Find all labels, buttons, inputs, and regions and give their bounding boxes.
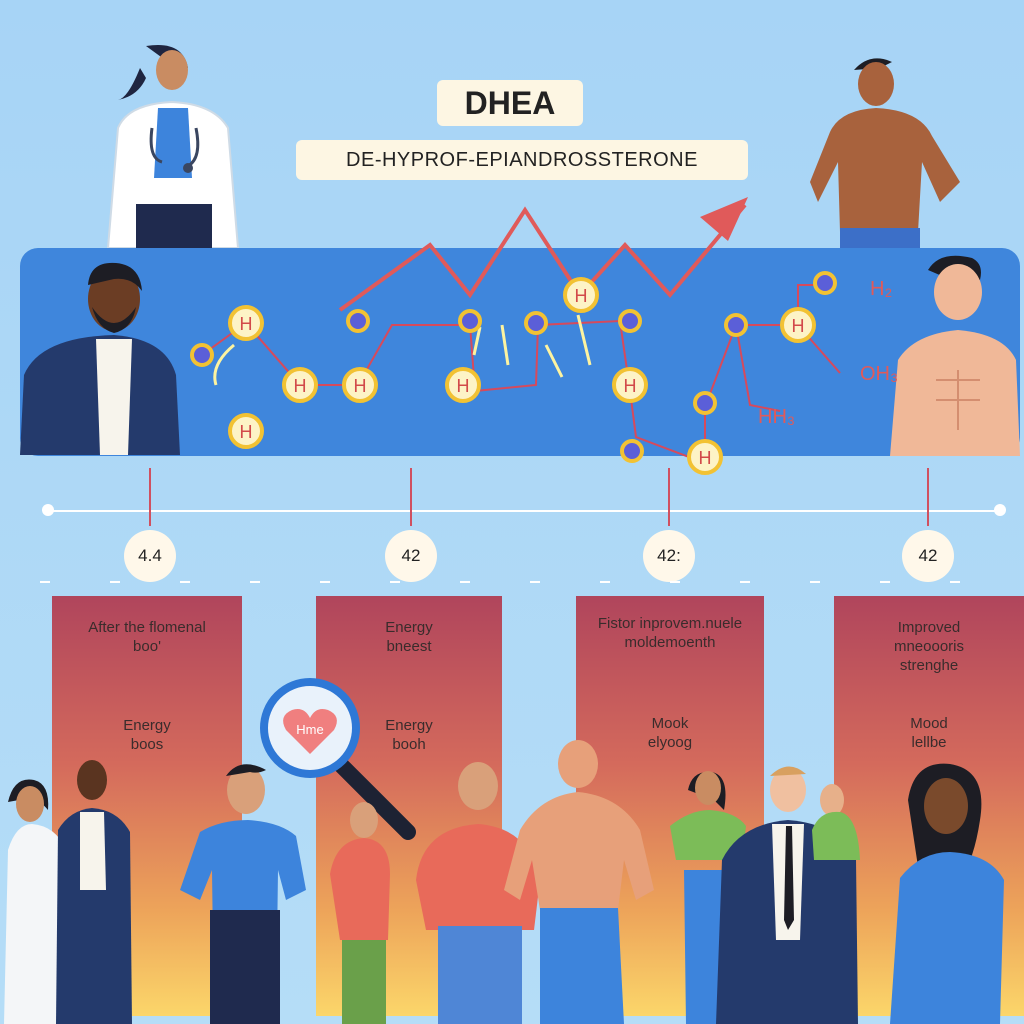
trend-arrow-line (338, 203, 747, 312)
magnifier-label: Hme (296, 722, 323, 737)
formula-label-oh3: OH₃ (860, 363, 898, 385)
timeline-value: 42 (902, 530, 954, 582)
heart-icon (283, 709, 337, 754)
svg-text:H: H (575, 286, 588, 306)
hydrogen-atoms: H H H H H H H H H (228, 277, 816, 475)
timeline-connector (410, 468, 412, 526)
svg-text:H: H (624, 376, 637, 396)
panel-subtext: Energy booh (385, 717, 433, 753)
svg-text:H: H (792, 316, 805, 336)
page-subtitle: DE-HYPROF-EPIANDROSSTERONE (296, 140, 748, 180)
svg-text:H: H (699, 448, 712, 468)
page-title: DHEA (437, 80, 583, 126)
hydrogen-atom: H (563, 277, 599, 313)
hydrogen-atom: H (445, 367, 481, 403)
timeline-end-dot (994, 504, 1006, 516)
svg-text:H: H (240, 314, 253, 334)
molecule-band (20, 248, 1020, 456)
panel-subtext: Energy boos (123, 717, 171, 753)
timeline-connector (927, 468, 929, 526)
panel-subtext: Mood lellbe (910, 715, 948, 751)
svg-text:H: H (354, 376, 367, 396)
formula-label-h2: H₂ (870, 278, 892, 300)
timeline-connector (668, 468, 670, 526)
dash-separator (40, 581, 992, 583)
svg-text:H: H (240, 422, 253, 442)
timeline-connector (149, 468, 151, 526)
panel-heading: Energy bneest (385, 619, 433, 655)
panel-heading: After the flomenal boo' (88, 619, 206, 655)
timeline-value: 42 (385, 530, 437, 582)
crowd-illustration (4, 740, 1004, 1024)
hydrogen-atom: H (228, 305, 264, 341)
bearded-man-illustration (20, 262, 180, 455)
panel-heading: Fistor inprovem.nuele moldemoenth (597, 615, 743, 651)
trend-arrow-head (700, 197, 748, 241)
muscular-man-illustration (890, 255, 1020, 456)
timeline-start-dot (42, 504, 54, 516)
hydrogen-atom: H (612, 367, 648, 403)
hydrogen-atom: H (342, 367, 378, 403)
panel-subtext: Mook elyoog (647, 715, 693, 751)
oxygen-atoms (190, 271, 837, 463)
timeline-value: 42: (643, 530, 695, 582)
timeline-value: 4.4 (124, 530, 176, 582)
magnifying-glass-icon: Hme (260, 678, 416, 840)
hydrogen-atom: H (228, 413, 264, 449)
athlete-illustration (810, 58, 960, 250)
hydrogen-atom: H (282, 367, 318, 403)
formula-label-hh3: HH₃ (758, 406, 795, 428)
timeline-line (48, 510, 1000, 512)
svg-text:H: H (457, 376, 470, 396)
hydrogen-atom: H (687, 439, 723, 475)
dhea-molecule-diagram: H H H H H H H H H H₂ OH₃ HH₃ (190, 197, 898, 475)
svg-text:H: H (294, 376, 307, 396)
doctor-illustration (106, 44, 240, 250)
panel-heading: Improved mneoooris strenghe (893, 619, 965, 674)
hydrogen-atom: H (780, 307, 816, 343)
